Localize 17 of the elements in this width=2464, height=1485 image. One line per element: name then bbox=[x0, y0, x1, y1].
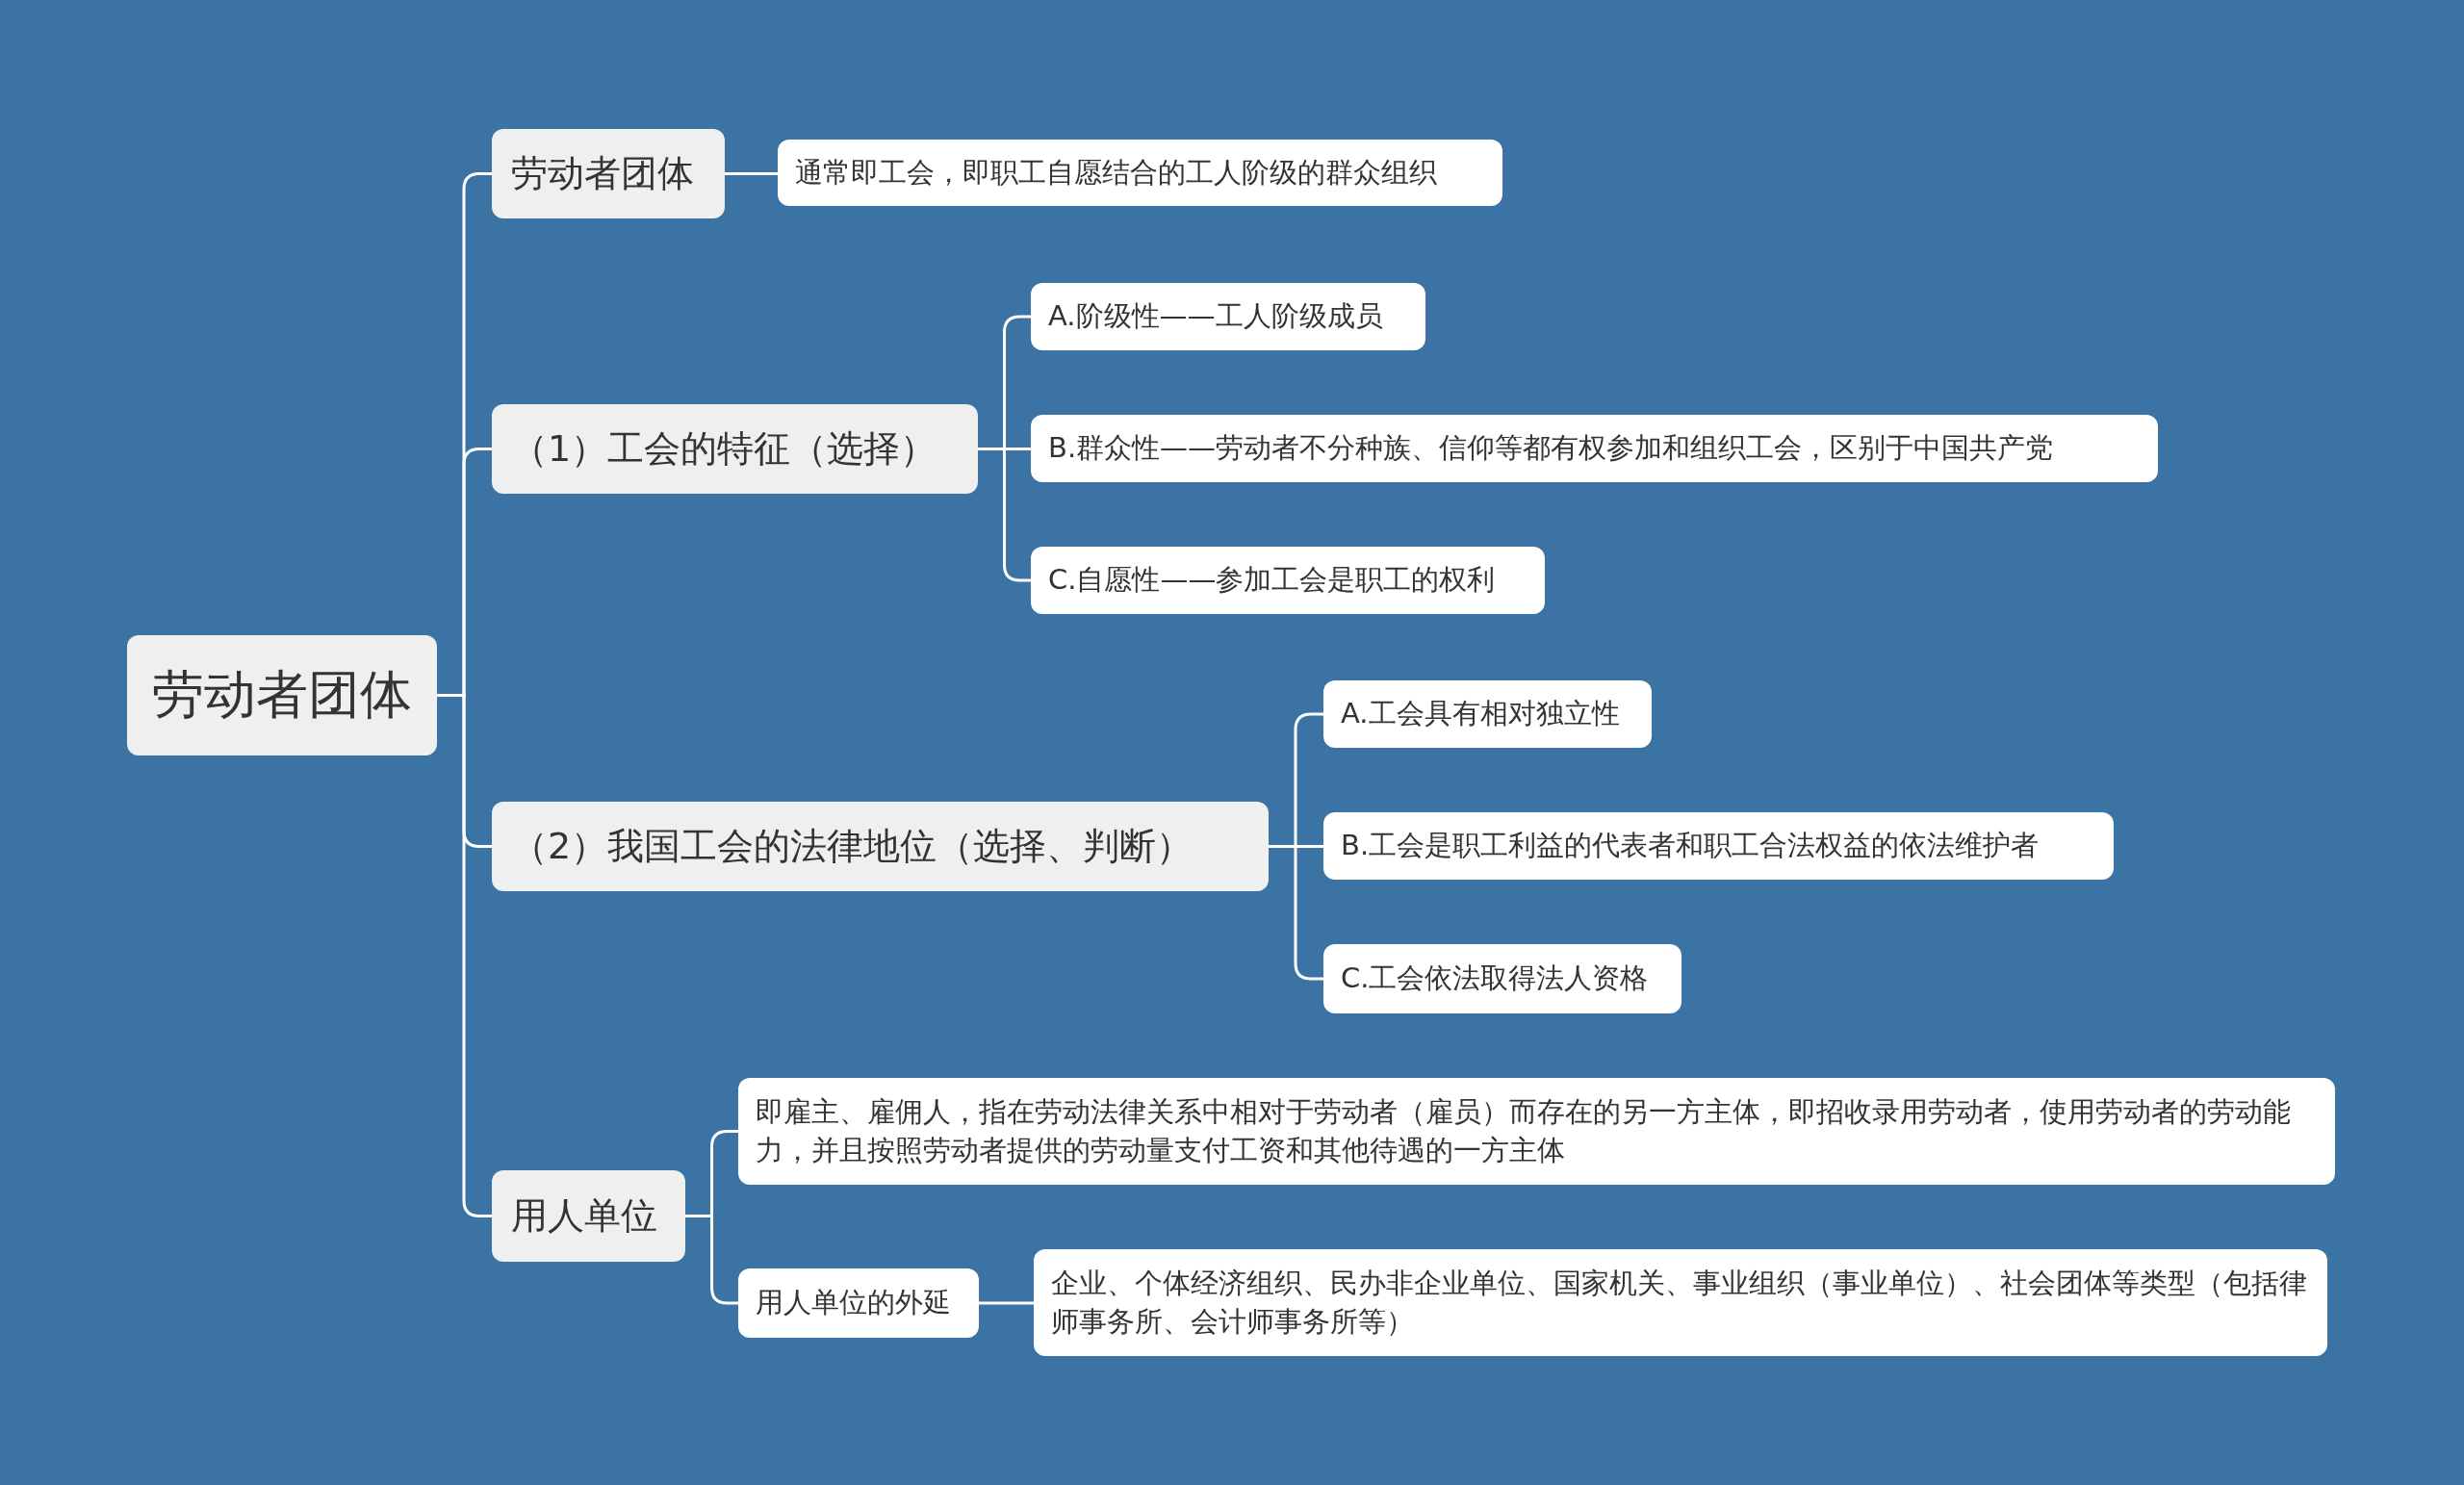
note-box: 即雇主、雇佣人，指在劳动法律关系中相对于劳动者（雇员）而存在的另一方主体，即招收录用劳动者，使用劳动者的劳动能力，并且按照劳动者提供的劳动量支付工资和其他待遇的一方主体 bbox=[738, 1078, 2335, 1185]
note-box: C.自愿性——参加工会是职工的权利 bbox=[1031, 547, 1545, 614]
connector-line bbox=[725, 172, 778, 175]
topic-box: 劳动者团体 bbox=[492, 129, 725, 218]
note-box: C.工会依法取得法人资格 bbox=[1323, 944, 1681, 1013]
central-topic-box: 劳动者团体 bbox=[127, 635, 437, 755]
topic-box: （2）我国工会的法律地位（选择、判断） bbox=[492, 802, 1269, 891]
note-box: B.群众性——劳动者不分种族、信仰等都有权参加和组织工会，区别于中国共产党 bbox=[1031, 415, 2158, 482]
topic-box: （1）工会的特征（选择） bbox=[492, 404, 978, 494]
note-box: 用人单位的外延 bbox=[738, 1268, 979, 1338]
note-box: 企业、个体经济组织、民办非企业单位、国家机关、事业组织（事业单位）、社会团体等类型（包括律师事务所、会计师事务所等） bbox=[1034, 1249, 2327, 1356]
note-box: A.工会具有相对独立性 bbox=[1323, 680, 1652, 748]
connector-line bbox=[979, 1301, 1034, 1305]
note-box: 通常即工会，即职工自愿结合的工人阶级的群众组织 bbox=[778, 140, 1502, 206]
note-box: B.工会是职工利益的代表者和职工合法权益的依法维护者 bbox=[1323, 812, 2114, 880]
note-box: A.阶级性——工人阶级成员 bbox=[1031, 283, 1425, 350]
topic-box: 用人单位 bbox=[492, 1170, 685, 1262]
